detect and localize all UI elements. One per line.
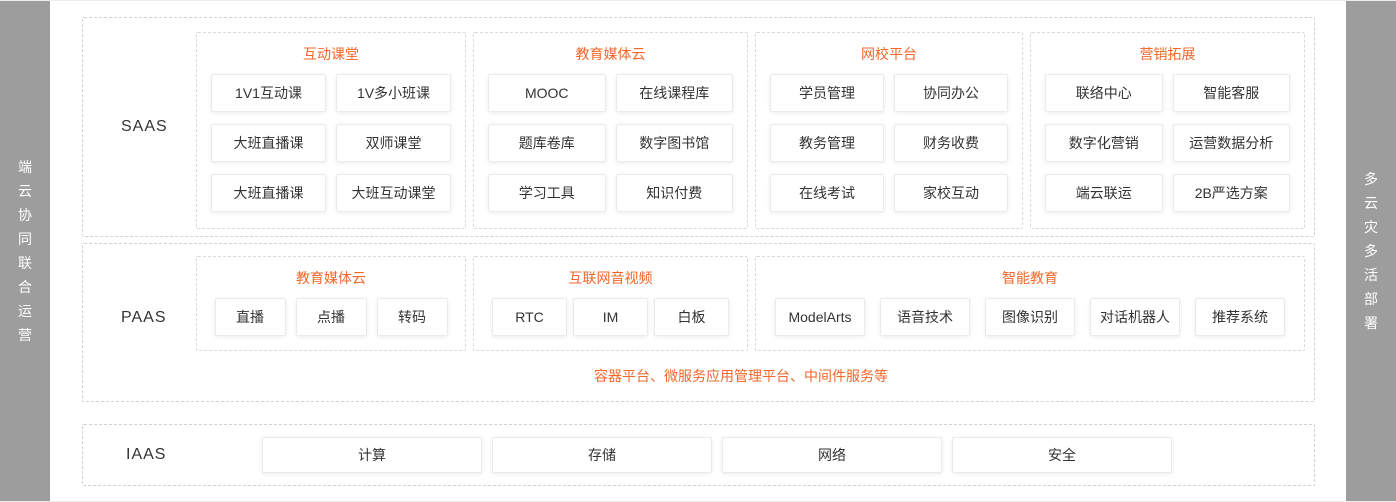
service-chip: 直播 <box>214 298 286 336</box>
right-banner-char: 活 <box>1364 267 1378 283</box>
service-chip: RTC <box>492 298 567 336</box>
left-banner-char: 端 <box>18 159 32 175</box>
service-chip: 存储 <box>492 437 712 473</box>
paas-group-0: 教育媒体云直播点播转码 <box>196 256 466 351</box>
right-banner-char: 部 <box>1364 291 1378 307</box>
service-chip: 协同办公 <box>894 74 1008 112</box>
service-chip: 家校互动 <box>894 174 1008 212</box>
left-banner-char: 联 <box>18 255 32 271</box>
group-title: 互动课堂 <box>303 46 359 62</box>
left-banner: 端云协同联合运营 <box>0 1 50 501</box>
service-chip: 大班直播课 <box>211 174 326 212</box>
right-banner-char: 云 <box>1364 195 1378 211</box>
group-items: 直播点播转码 <box>211 298 451 336</box>
layer-label-iaas: IAAS <box>126 446 167 463</box>
service-chip: 推荐系统 <box>1195 298 1285 336</box>
paas-group-2: 智能教育 ModelArts 语音技术图像识别对话机器人推荐系统 <box>755 256 1305 351</box>
service-chip: 双师课堂 <box>336 124 451 162</box>
left-banner-char: 同 <box>18 231 32 247</box>
service-chip: 白板 <box>654 298 729 336</box>
right-banner-char: 多 <box>1364 243 1378 259</box>
service-chip: 大班直播课 <box>211 124 326 162</box>
right-banner-char: 署 <box>1364 315 1378 331</box>
group-title: 教育媒体云 <box>575 46 646 62</box>
service-chip: 安全 <box>952 437 1172 473</box>
left-banner-text: 端云协同联合运营 <box>18 160 32 342</box>
service-chip: 语音技术 <box>880 298 970 336</box>
iaas-items: 计算存储网络安全 <box>262 437 1172 473</box>
left-banner-char: 云 <box>18 183 32 199</box>
group-title: 互联网音视频 <box>568 270 653 286</box>
group-items: ModelArts 语音技术图像识别对话机器人推荐系统 <box>770 298 1290 336</box>
service-chip: 学员管理 <box>770 74 884 112</box>
service-chip: 学习工具 <box>488 174 606 212</box>
service-chip: 智能客服 <box>1172 74 1290 112</box>
service-chip: 对话机器人 <box>1090 298 1180 336</box>
service-chip: 图像识别 <box>985 298 1075 336</box>
right-banner-char: 多 <box>1364 171 1378 187</box>
service-chip: 1V1互动课 <box>211 74 326 112</box>
service-chip: 联络中心 <box>1045 74 1163 112</box>
layer-label-saas: SAAS <box>121 118 168 135</box>
left-banner-char: 营 <box>18 327 32 343</box>
service-chip: 数字图书馆 <box>615 124 733 162</box>
service-chip: ModelArts <box>775 298 865 336</box>
service-chip: 数字化营销 <box>1045 124 1163 162</box>
left-banner-char: 合 <box>18 279 32 295</box>
layer-label-paas: PAAS <box>121 309 167 326</box>
service-chip: 转码 <box>376 298 448 336</box>
service-chip: 教务管理 <box>770 124 884 162</box>
group-title: 智能教育 <box>1002 270 1058 286</box>
paas-footnote: 容器平台、微服务应用管理平台、中间件服务等 <box>594 368 888 384</box>
left-banner-char: 协 <box>18 207 32 223</box>
service-chip: 点播 <box>295 298 367 336</box>
service-chip: MOOC <box>488 74 606 112</box>
group-title: 营销拓展 <box>1139 46 1196 62</box>
service-chip: 网络 <box>722 437 942 473</box>
group-title: 网校平台 <box>861 46 917 62</box>
right-banner-char: 灾 <box>1364 219 1378 235</box>
right-banner-text: 多云灾多活部署 <box>1364 172 1378 330</box>
group-items: 学员管理协同办公教务管理财务收费在线考试家校互动 <box>770 74 1008 212</box>
left-banner-char: 运 <box>18 303 32 319</box>
service-chip: 2B严选方案 <box>1172 174 1290 212</box>
service-chip: 在线课程库 <box>615 74 733 112</box>
group-title: 教育媒体云 <box>296 270 366 286</box>
service-chip: 题库卷库 <box>488 124 606 162</box>
service-chip: IM <box>573 298 648 336</box>
service-chip: 计算 <box>262 437 482 473</box>
saas-group-2: 网校平台学员管理协同办公教务管理财务收费在线考试家校互动 <box>755 32 1023 229</box>
service-chip: 知识付费 <box>615 174 733 212</box>
layer-iaas: IAAS 计算存储网络安全 <box>82 424 1315 486</box>
service-chip: 在线考试 <box>770 174 884 212</box>
service-chip: 1V多小班课 <box>336 74 451 112</box>
service-chip: 运营数据分析 <box>1172 124 1290 162</box>
service-chip: 端云联运 <box>1045 174 1163 212</box>
service-chip: 大班互动课堂 <box>336 174 451 212</box>
right-banner: 多云灾多活部署 <box>1346 1 1396 501</box>
service-chip: 财务收费 <box>894 124 1008 162</box>
